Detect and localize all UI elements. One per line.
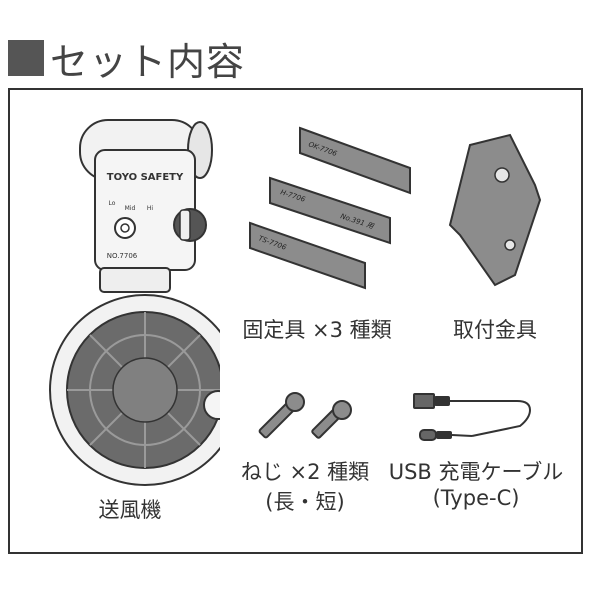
bracket-label: 取付金具 [453, 318, 537, 342]
fixtures-label: 固定具 ×3 種類 [242, 318, 392, 342]
fan-illustration: TOYO SAFETY Lo Mid Hi NO.7706 [49, 119, 220, 486]
screws-illustration [258, 392, 352, 439]
fan-label: 送風機 [98, 498, 162, 522]
heading-square-marker [8, 40, 44, 76]
page-heading: セット内容 [8, 36, 245, 84]
cable-label-line1: USB 充電ケーブル [388, 460, 564, 484]
fixtures-illustration: OK-7706 H-7706 No.391 用 TS-7706 [249, 126, 411, 290]
screws-label-line1: ねじ ×2 種類 [240, 460, 370, 484]
usb-a-plug [413, 393, 435, 409]
fan-model-text: NO.7706 [107, 252, 138, 260]
fixture-ok7706 [299, 126, 411, 195]
fixture-ts7706 [249, 221, 366, 290]
fan-power-button [114, 217, 136, 239]
usb-c-plug [419, 429, 437, 441]
fixture-h7706 [269, 176, 391, 245]
fan-speed-mid: Mid [125, 205, 136, 212]
contents-frame [8, 88, 583, 554]
screws-label-line2: (長・短) [265, 490, 345, 514]
bracket-illustration [448, 133, 542, 287]
fan-brand-text: TOYO SAFETY [107, 172, 184, 183]
bracket-shape [448, 133, 542, 287]
fan-speed-hi: Hi [147, 205, 154, 212]
usb-cable-illustration [413, 393, 532, 441]
cable-label-line2: (Type-C) [432, 486, 520, 510]
heading-title: セット内容 [50, 39, 246, 84]
fan-speed-lo: Lo [109, 200, 116, 207]
